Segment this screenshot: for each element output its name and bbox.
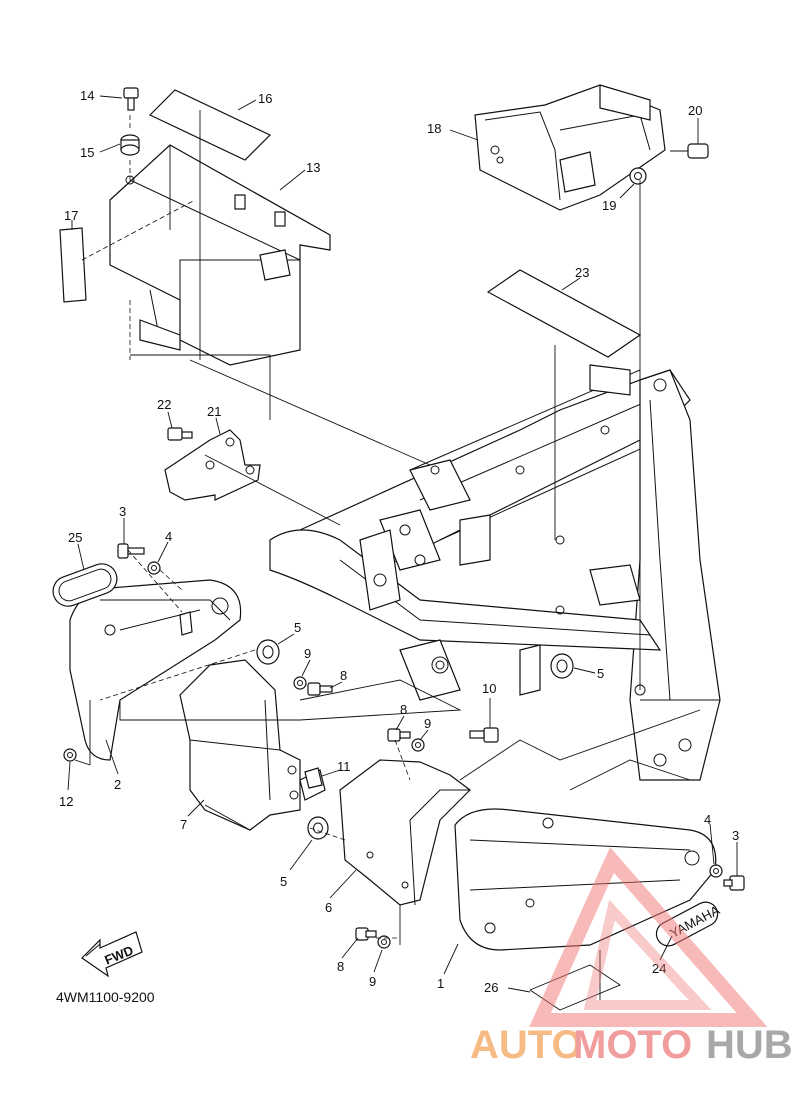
callout-2: 2 (114, 777, 121, 792)
bolt-8-lower (355, 927, 377, 941)
box-18 (474, 84, 666, 211)
bolt-14 (123, 87, 139, 111)
callout-25: 25 (68, 530, 82, 545)
bolt-20 (670, 143, 709, 159)
bolt-22 (167, 427, 193, 441)
reference-lines (74, 110, 720, 1011)
callout-17: 17 (64, 208, 78, 223)
callout-14: 14 (80, 88, 94, 103)
callout-4-left: 4 (165, 529, 172, 544)
grommet-5-right (550, 653, 574, 679)
callout-8-upper: 8 (340, 668, 347, 683)
emblem-ring-25 (52, 563, 118, 607)
callout-23: 23 (575, 265, 589, 280)
nut-12 (63, 748, 77, 762)
battery-box-13 (109, 144, 331, 366)
washer-9-center (411, 738, 425, 752)
callout-7: 7 (180, 817, 187, 832)
callout-19: 19 (602, 198, 616, 213)
pad-16 (148, 89, 272, 161)
callout-26: 26 (484, 980, 498, 995)
callout-3-right: 3 (732, 828, 739, 843)
bolt-10 (469, 727, 499, 743)
callout-8-center: 8 (400, 702, 407, 717)
callout-5-mid: 5 (280, 874, 287, 889)
callout-5-top: 5 (294, 620, 301, 635)
side-cover-1 (454, 808, 717, 951)
grommet-5-mid (307, 816, 329, 840)
callout-9-upper: 9 (304, 646, 311, 661)
callout-4-right: 4 (704, 812, 711, 827)
callout-leaders (67, 95, 738, 993)
callout-3-left: 3 (119, 504, 126, 519)
watermark-triangle (529, 847, 768, 1027)
callout-11: 11 (337, 759, 351, 774)
washer-9-upper (293, 676, 307, 690)
washer-9-lower (377, 935, 391, 949)
callout-1: 1 (437, 976, 444, 991)
fwd-arrow: FWD (81, 931, 143, 978)
callout-labels: 14 15 16 13 17 18 20 19 23 22 21 3 4 25 … (59, 88, 739, 995)
callout-12: 12 (59, 794, 73, 809)
watermark-logo: AUTO MOTO HUB (470, 847, 793, 1067)
callout-24: 24 (652, 961, 666, 976)
pad-17 (59, 227, 87, 303)
callout-6: 6 (325, 900, 332, 915)
callout-9-center: 9 (424, 716, 431, 731)
clip-11 (304, 767, 323, 789)
watermark-auto: AUTO (470, 1023, 583, 1067)
callout-8-lower: 8 (337, 959, 344, 974)
frame-assembly (269, 364, 721, 781)
watermark-hub: HUB (706, 1023, 793, 1067)
callout-15: 15 (80, 145, 94, 160)
bolt-8-upper (307, 682, 333, 696)
callout-5-right: 5 (597, 666, 604, 681)
callout-13: 13 (306, 160, 320, 175)
nut-19 (629, 167, 647, 185)
bolt-8-center (387, 728, 411, 742)
callout-9-lower: 9 (369, 974, 376, 989)
callout-22: 22 (157, 397, 171, 412)
watermark-moto: MOTO (573, 1023, 692, 1067)
callout-20: 20 (688, 103, 702, 118)
pad-23 (486, 269, 642, 358)
callout-21: 21 (207, 404, 221, 419)
callout-10: 10 (482, 681, 496, 696)
diagram-code: 4WM1100-9200 (56, 989, 155, 1005)
washer-4-right (709, 864, 723, 878)
washer-4-left (147, 561, 161, 575)
callout-18: 18 (427, 121, 441, 136)
panel-6 (339, 759, 471, 906)
bracket-21 (164, 429, 261, 501)
bolt-3-right (723, 875, 745, 891)
callout-16: 16 (258, 91, 272, 106)
collar-15 (120, 134, 140, 156)
grommet-5-top (256, 639, 280, 665)
bolt-3-left (117, 543, 145, 559)
